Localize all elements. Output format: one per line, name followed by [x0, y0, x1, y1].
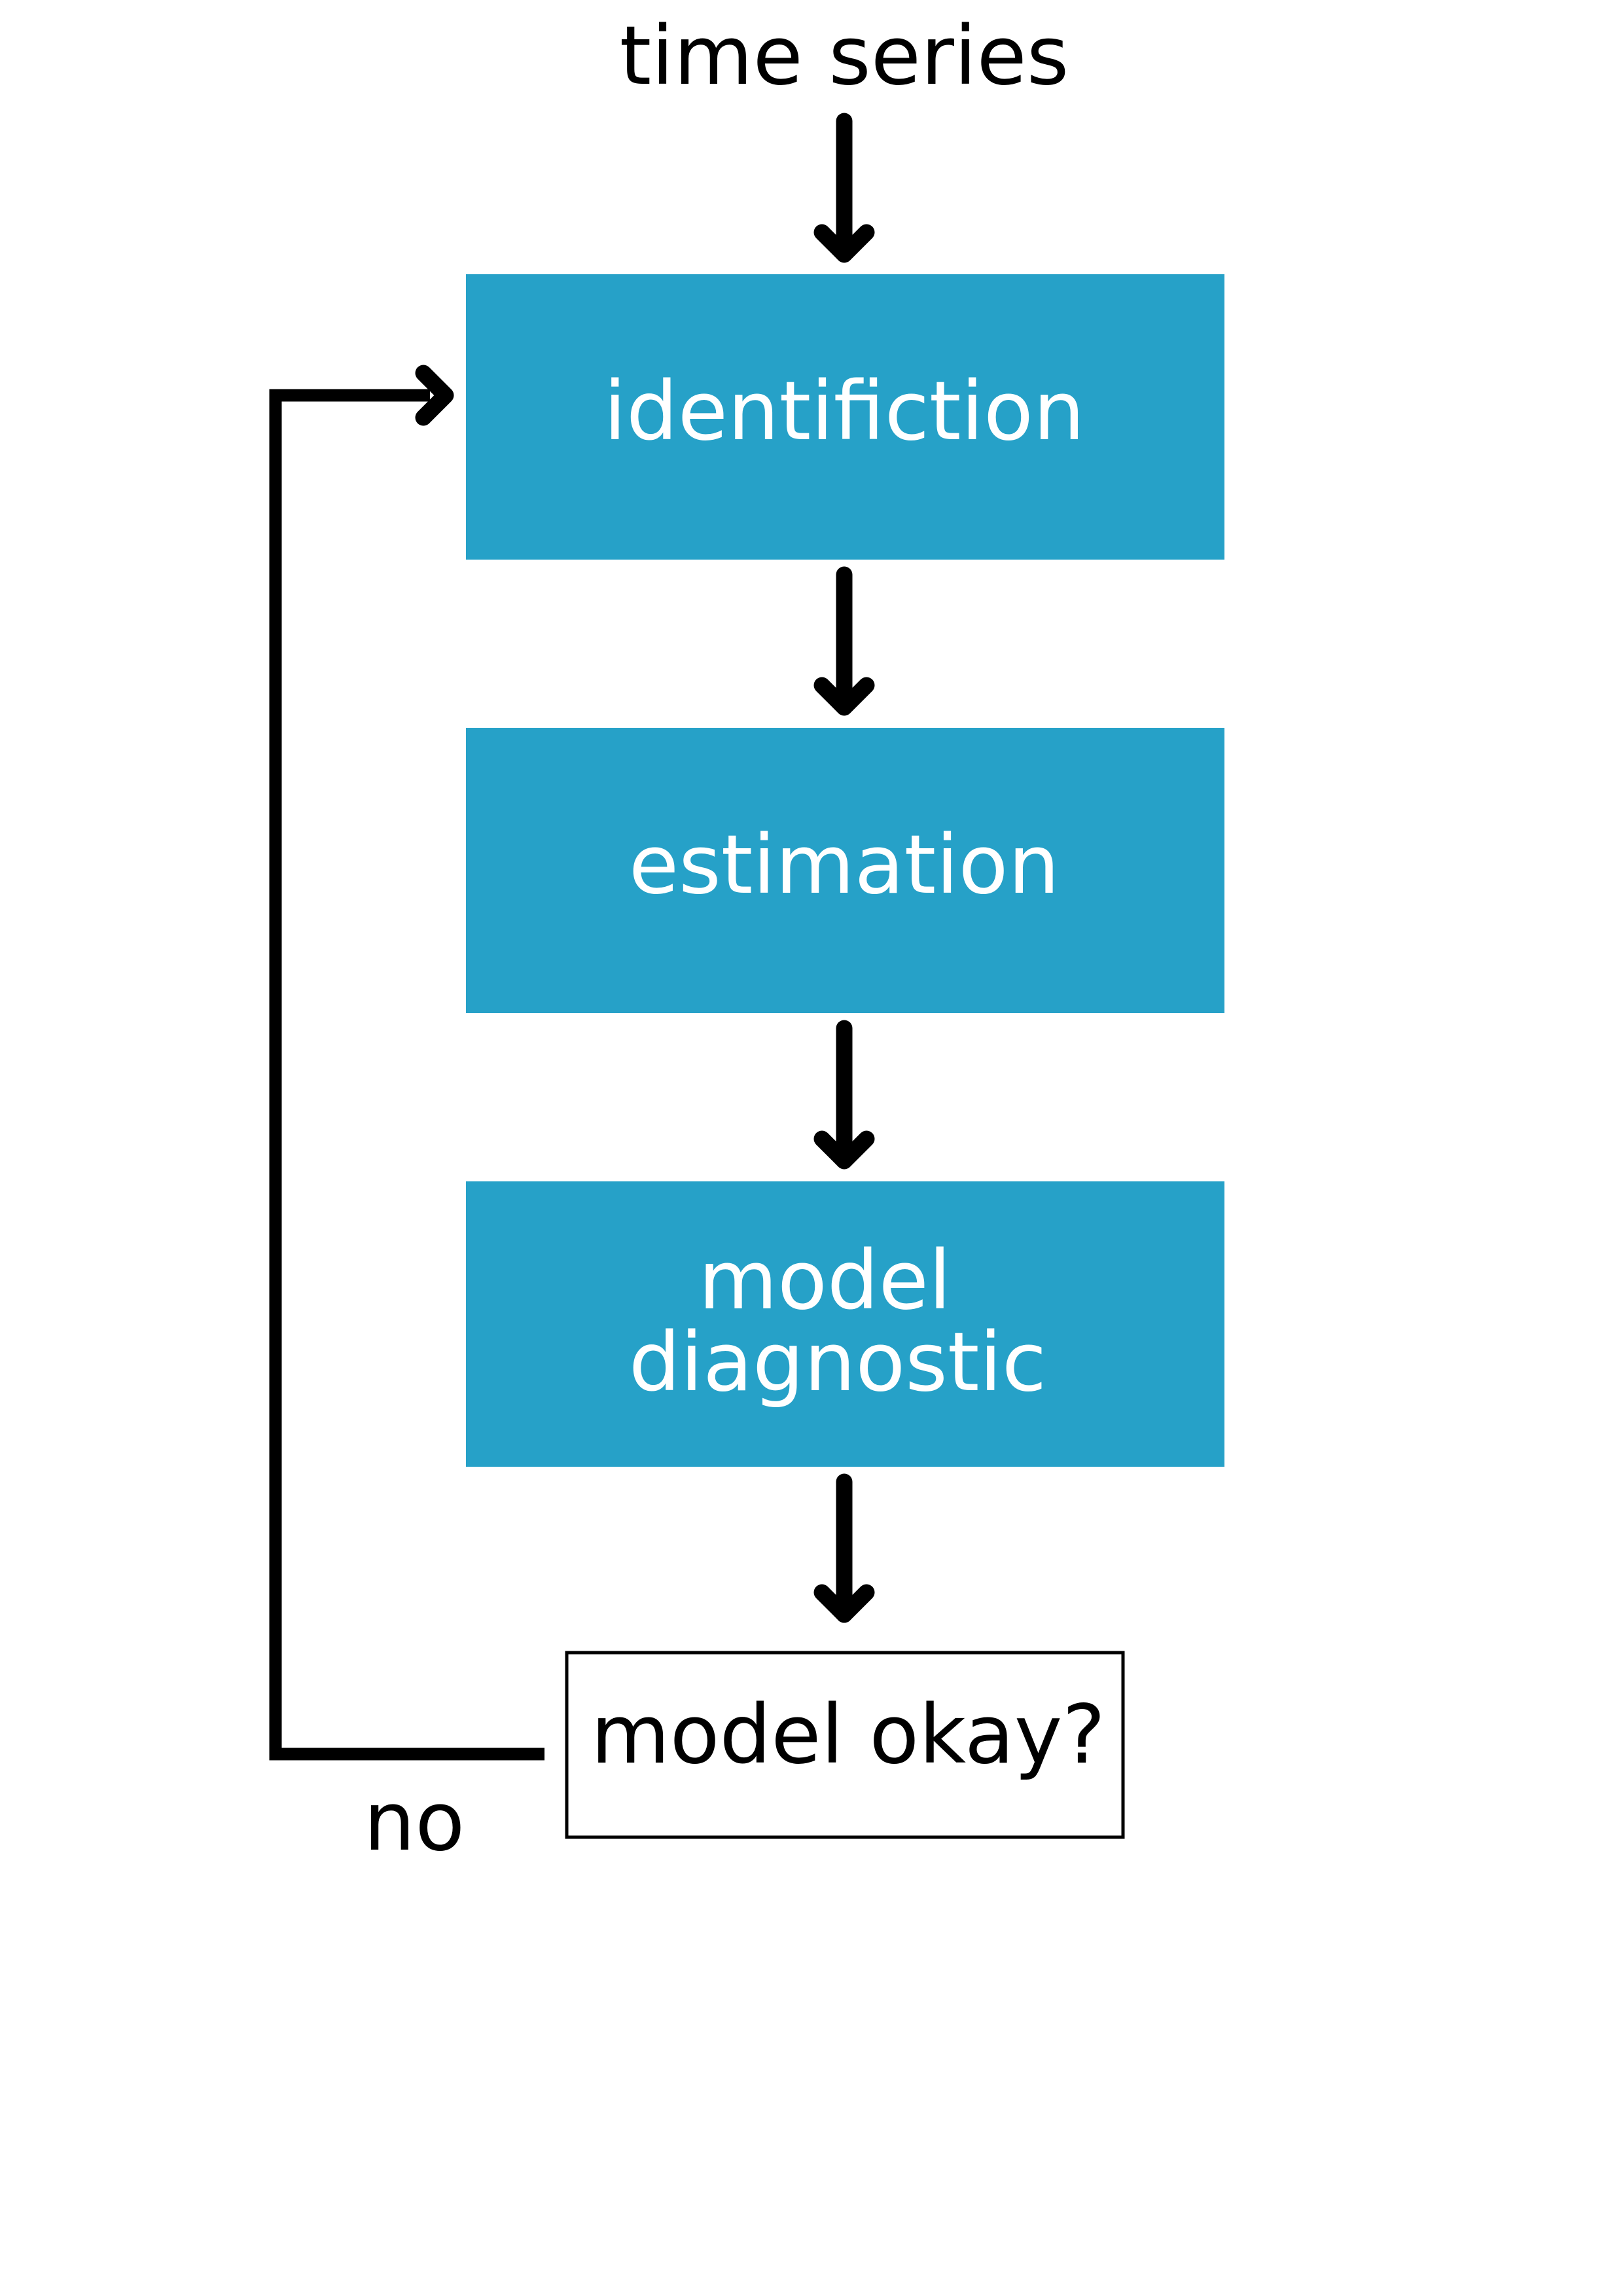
- step-identification-label: identifiction: [604, 365, 1085, 459]
- decision-box: [565, 1651, 1125, 1839]
- step-estimation-label: estimation: [629, 818, 1060, 912]
- step-identification: identifiction: [466, 274, 1224, 560]
- arrow-estimation-to-diagnostic: [813, 1020, 875, 1170]
- step-estimation-box: [466, 728, 1224, 1013]
- step-estimation-label-line: estimation: [629, 818, 1060, 912]
- loop-label: no: [364, 1775, 465, 1869]
- arrow-identification-to-estimation: [813, 566, 875, 716]
- arrow-loop-back-to-identification: [269, 389, 544, 1761]
- loop-arrowhead: [415, 365, 454, 426]
- step-model-diagnostic-label-line-2: diagnostic: [629, 1316, 1046, 1410]
- decision-model-okay: model okay?: [565, 1651, 1125, 1839]
- input-label: time series: [620, 9, 1069, 103]
- step-estimation: estimation: [466, 728, 1224, 1013]
- arrow-input-to-identification: [813, 113, 875, 263]
- step-model-diagnostic-label: model diagnostic: [629, 1234, 1046, 1410]
- decision-label: model okay?: [591, 1688, 1105, 1782]
- step-model-diagnostic-box: [466, 1181, 1224, 1467]
- step-model-diagnostic-label-line-1: model: [698, 1234, 951, 1328]
- step-identification-box: [466, 274, 1224, 560]
- step-model-diagnostic: model diagnostic: [466, 1181, 1224, 1467]
- step-identification-label-line: identifiction: [604, 365, 1085, 459]
- arrow-diagnostic-to-decision: [813, 1473, 875, 1623]
